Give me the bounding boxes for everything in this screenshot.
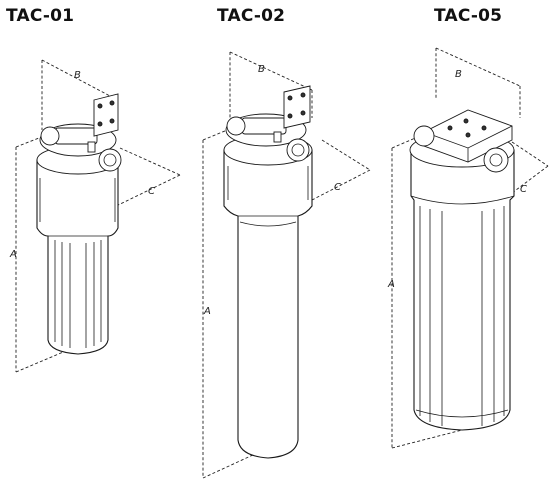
- filter-tac-01: B A C: [9, 59, 181, 373]
- dim-b-line: [435, 47, 521, 87]
- dim-c-top: [321, 139, 371, 171]
- dim-label-b: B: [455, 69, 462, 80]
- dim-label-b: B: [74, 70, 81, 81]
- dim-b-line: [41, 59, 111, 97]
- dim-c-top: [511, 141, 549, 167]
- dimension-lines-tac-01: [15, 59, 181, 373]
- model-title-tac-02: TAC-02: [217, 6, 286, 26]
- filter-tac-02: B A C: [202, 51, 371, 479]
- dim-c-line: [507, 165, 549, 197]
- filter-head-tac-02: [225, 85, 311, 162]
- model-title-tac-01: TAC-01: [6, 6, 75, 26]
- housing-bowl-tac-02: [223, 134, 313, 459]
- dim-label-c: C: [334, 182, 341, 193]
- housing-bowl-tac-01: [36, 145, 120, 355]
- dim-label-a: A: [203, 306, 211, 317]
- dim-c-top: [119, 147, 181, 176]
- dim-label-c: C: [148, 186, 155, 197]
- dim-a-bottom-extension: [391, 429, 463, 449]
- dim-label-a: A: [387, 279, 395, 290]
- filter-tac-05: B A C: [387, 47, 549, 449]
- dimension-lines-tac-02: [202, 51, 371, 479]
- dim-a-bottom-extension: [15, 349, 69, 373]
- model-title-tac-05: TAC-05: [434, 6, 503, 26]
- dim-label-b: B: [258, 64, 265, 75]
- filter-head-tac-01: [39, 93, 122, 172]
- dimension-lines-tac-05: [391, 47, 549, 449]
- dim-c-line: [311, 169, 371, 201]
- dim-b-line: [229, 51, 313, 91]
- dim-label-a: A: [9, 249, 17, 260]
- filter-head-tac-05: [413, 109, 513, 173]
- housing-bowl-tac-05: [409, 132, 515, 431]
- dim-label-c: C: [520, 184, 527, 195]
- dim-c-line: [111, 174, 181, 209]
